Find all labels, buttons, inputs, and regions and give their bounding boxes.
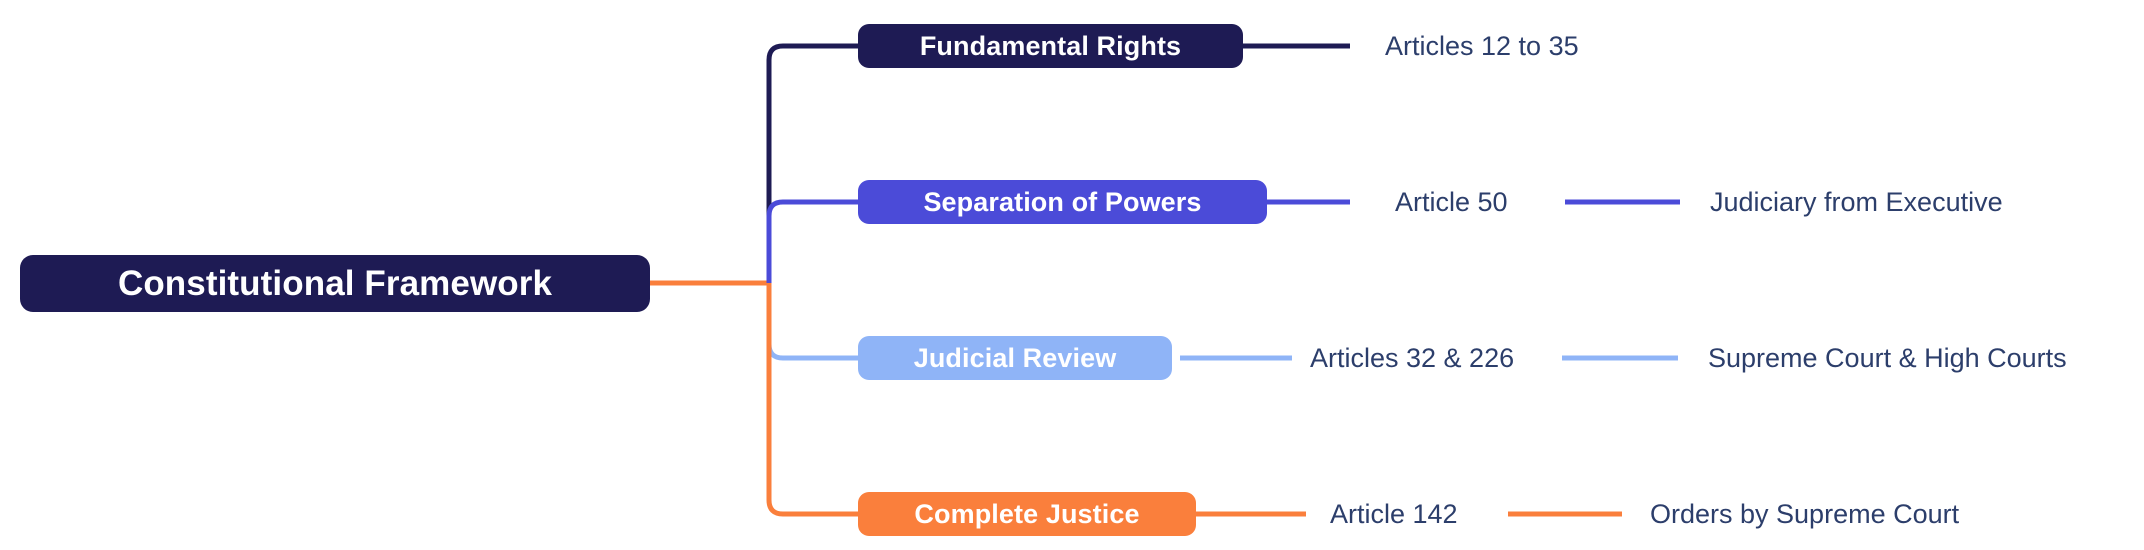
branch-node-separation-of-powers[interactable]: Separation of Powers xyxy=(858,180,1267,224)
branch-detail-fundamental-rights: Articles 12 to 35 xyxy=(1385,30,1579,61)
branch-node-judicial-review[interactable]: Judicial Review xyxy=(858,336,1172,380)
branch-note-separation-of-powers: Judiciary from Executive xyxy=(1710,186,2003,217)
branch-note-complete-justice: Orders by Supreme Court xyxy=(1650,498,1960,529)
branch-detail-separation-of-powers: Article 50 xyxy=(1395,186,1508,217)
branch-connector-2 xyxy=(766,199,860,283)
branch-detail-complete-justice: Article 142 xyxy=(1330,498,1458,529)
branch-note-judicial-review: Supreme Court & High Courts xyxy=(1708,342,2067,373)
branch-connector-1 xyxy=(766,43,860,283)
root-node[interactable]: Constitutional Framework xyxy=(20,255,650,312)
branch-node-fundamental-rights[interactable]: Fundamental Rights xyxy=(858,24,1243,68)
branch-connector-4 xyxy=(766,283,860,517)
branch-node-complete-justice[interactable]: Complete Justice xyxy=(858,492,1196,536)
branch-connector-3 xyxy=(766,283,860,361)
branch-detail-judicial-review: Articles 32 & 226 xyxy=(1310,342,1515,373)
